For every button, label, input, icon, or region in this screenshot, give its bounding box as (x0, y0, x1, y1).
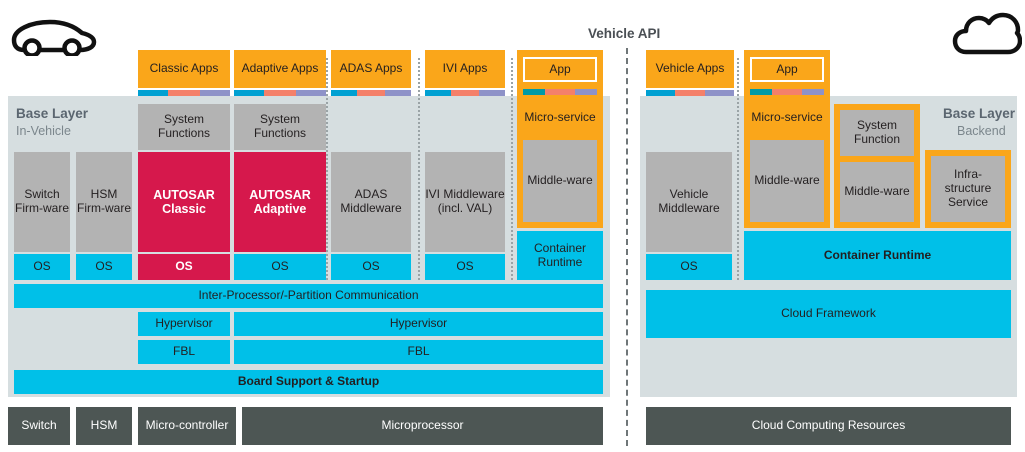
hardware-separator (136, 407, 138, 445)
inter-processor-communication[interactable]: Inter-Processor/-Partition Communication (14, 284, 603, 308)
stack-autosar-adaptive[interactable]: AUTOSAR Adaptive (234, 152, 326, 252)
stack-switch-firmware[interactable]: Switch Firm-ware (14, 152, 70, 252)
app-box-vehicle-apps[interactable]: Vehicle Apps (646, 50, 734, 88)
interface-bar-classic (138, 90, 230, 96)
stack-adas-middleware[interactable]: ADAS Middleware (331, 152, 411, 252)
stack-autosar-classic[interactable]: AUTOSAR Classic (138, 152, 230, 252)
microservice-label-in-vehicle: Micro-service (524, 110, 596, 125)
infrastructure-service[interactable]: Infra-structure Service (931, 156, 1005, 222)
page-title: Vehicle API (588, 26, 661, 41)
app-box-app-in-vehicle[interactable]: App (523, 57, 597, 82)
hypervisor-microprocessor[interactable]: Hypervisor (234, 312, 603, 336)
backend-base-layer-title: Base Layer (943, 106, 1016, 121)
system-function-backend[interactable]: System Function (840, 110, 914, 156)
app-box-app-backend[interactable]: App (750, 57, 824, 82)
cloud-icon (952, 8, 1022, 56)
column-separator-1 (326, 58, 328, 280)
os-autosar-adaptive[interactable]: OS (234, 254, 326, 280)
container-runtime-backend[interactable]: Container Runtime (744, 231, 1011, 280)
vehicle-middleware[interactable]: Vehicle Middleware (646, 152, 732, 252)
interface-bar-adas (331, 90, 411, 96)
os-hsm[interactable]: OS (76, 254, 132, 280)
hardware-microcontroller[interactable]: Micro-controller (138, 407, 236, 445)
app-box-adaptive-apps[interactable]: Adaptive Apps (234, 50, 326, 88)
interface-bar-adaptive (234, 90, 326, 96)
os-ivi[interactable]: OS (425, 254, 505, 280)
microservice-middleware-in-vehicle[interactable]: Middle-ware (523, 140, 597, 222)
app-box-ivi-apps[interactable]: IVI Apps (425, 50, 505, 88)
board-support-startup[interactable]: Board Support & Startup (14, 370, 603, 394)
in-vehicle-base-layer-title: Base Layer (16, 106, 89, 121)
backend-column-separator (737, 58, 739, 280)
system-functions-classic[interactable]: System Functions (138, 104, 230, 150)
hypervisor-microcontroller[interactable]: Hypervisor (138, 312, 230, 336)
os-autosar-classic[interactable]: OS (138, 254, 230, 280)
column-separator-2 (418, 58, 420, 280)
hardware-switch[interactable]: Switch (8, 407, 70, 445)
stack-hsm-firmware[interactable]: HSM Firm-ware (76, 152, 132, 252)
cloud-framework[interactable]: Cloud Framework (646, 290, 1011, 338)
vehicle-api-divider (626, 48, 628, 446)
app-box-adas-apps[interactable]: ADAS Apps (331, 50, 411, 88)
system-functions-adaptive[interactable]: System Functions (234, 104, 326, 150)
fbl-microprocessor[interactable]: FBL (234, 340, 603, 364)
column-separator-3 (511, 58, 513, 280)
in-vehicle-base-layer-subtitle: In-Vehicle (16, 124, 71, 138)
system-function-middleware-backend[interactable]: Middle-ware (840, 162, 914, 222)
hardware-microprocessor[interactable]: Microprocessor (242, 407, 603, 445)
interface-bar-microservice-backend (750, 89, 824, 95)
os-adas[interactable]: OS (331, 254, 411, 280)
stack-ivi-middleware[interactable]: IVI Middleware (incl. VAL) (425, 152, 505, 252)
microservice-middleware-backend[interactable]: Middle-ware (750, 140, 824, 222)
hardware-hsm[interactable]: HSM (76, 407, 132, 445)
app-box-classic-apps[interactable]: Classic Apps (138, 50, 230, 88)
container-runtime-in-vehicle[interactable]: Container Runtime (517, 231, 603, 280)
interface-bar-vehicle-apps (646, 90, 734, 96)
microservice-label-backend: Micro-service (751, 110, 823, 125)
os-backend-vehicle[interactable]: OS (646, 254, 732, 280)
fbl-microcontroller[interactable]: FBL (138, 340, 230, 364)
car-icon (8, 16, 98, 56)
interface-bar-ivi (425, 90, 505, 96)
os-switch[interactable]: OS (14, 254, 70, 280)
backend-base-layer-subtitle: Backend (957, 124, 1006, 138)
interface-bar-microservice-in-vehicle (523, 89, 597, 95)
hardware-cloud-computing-resources[interactable]: Cloud Computing Resources (646, 407, 1011, 445)
